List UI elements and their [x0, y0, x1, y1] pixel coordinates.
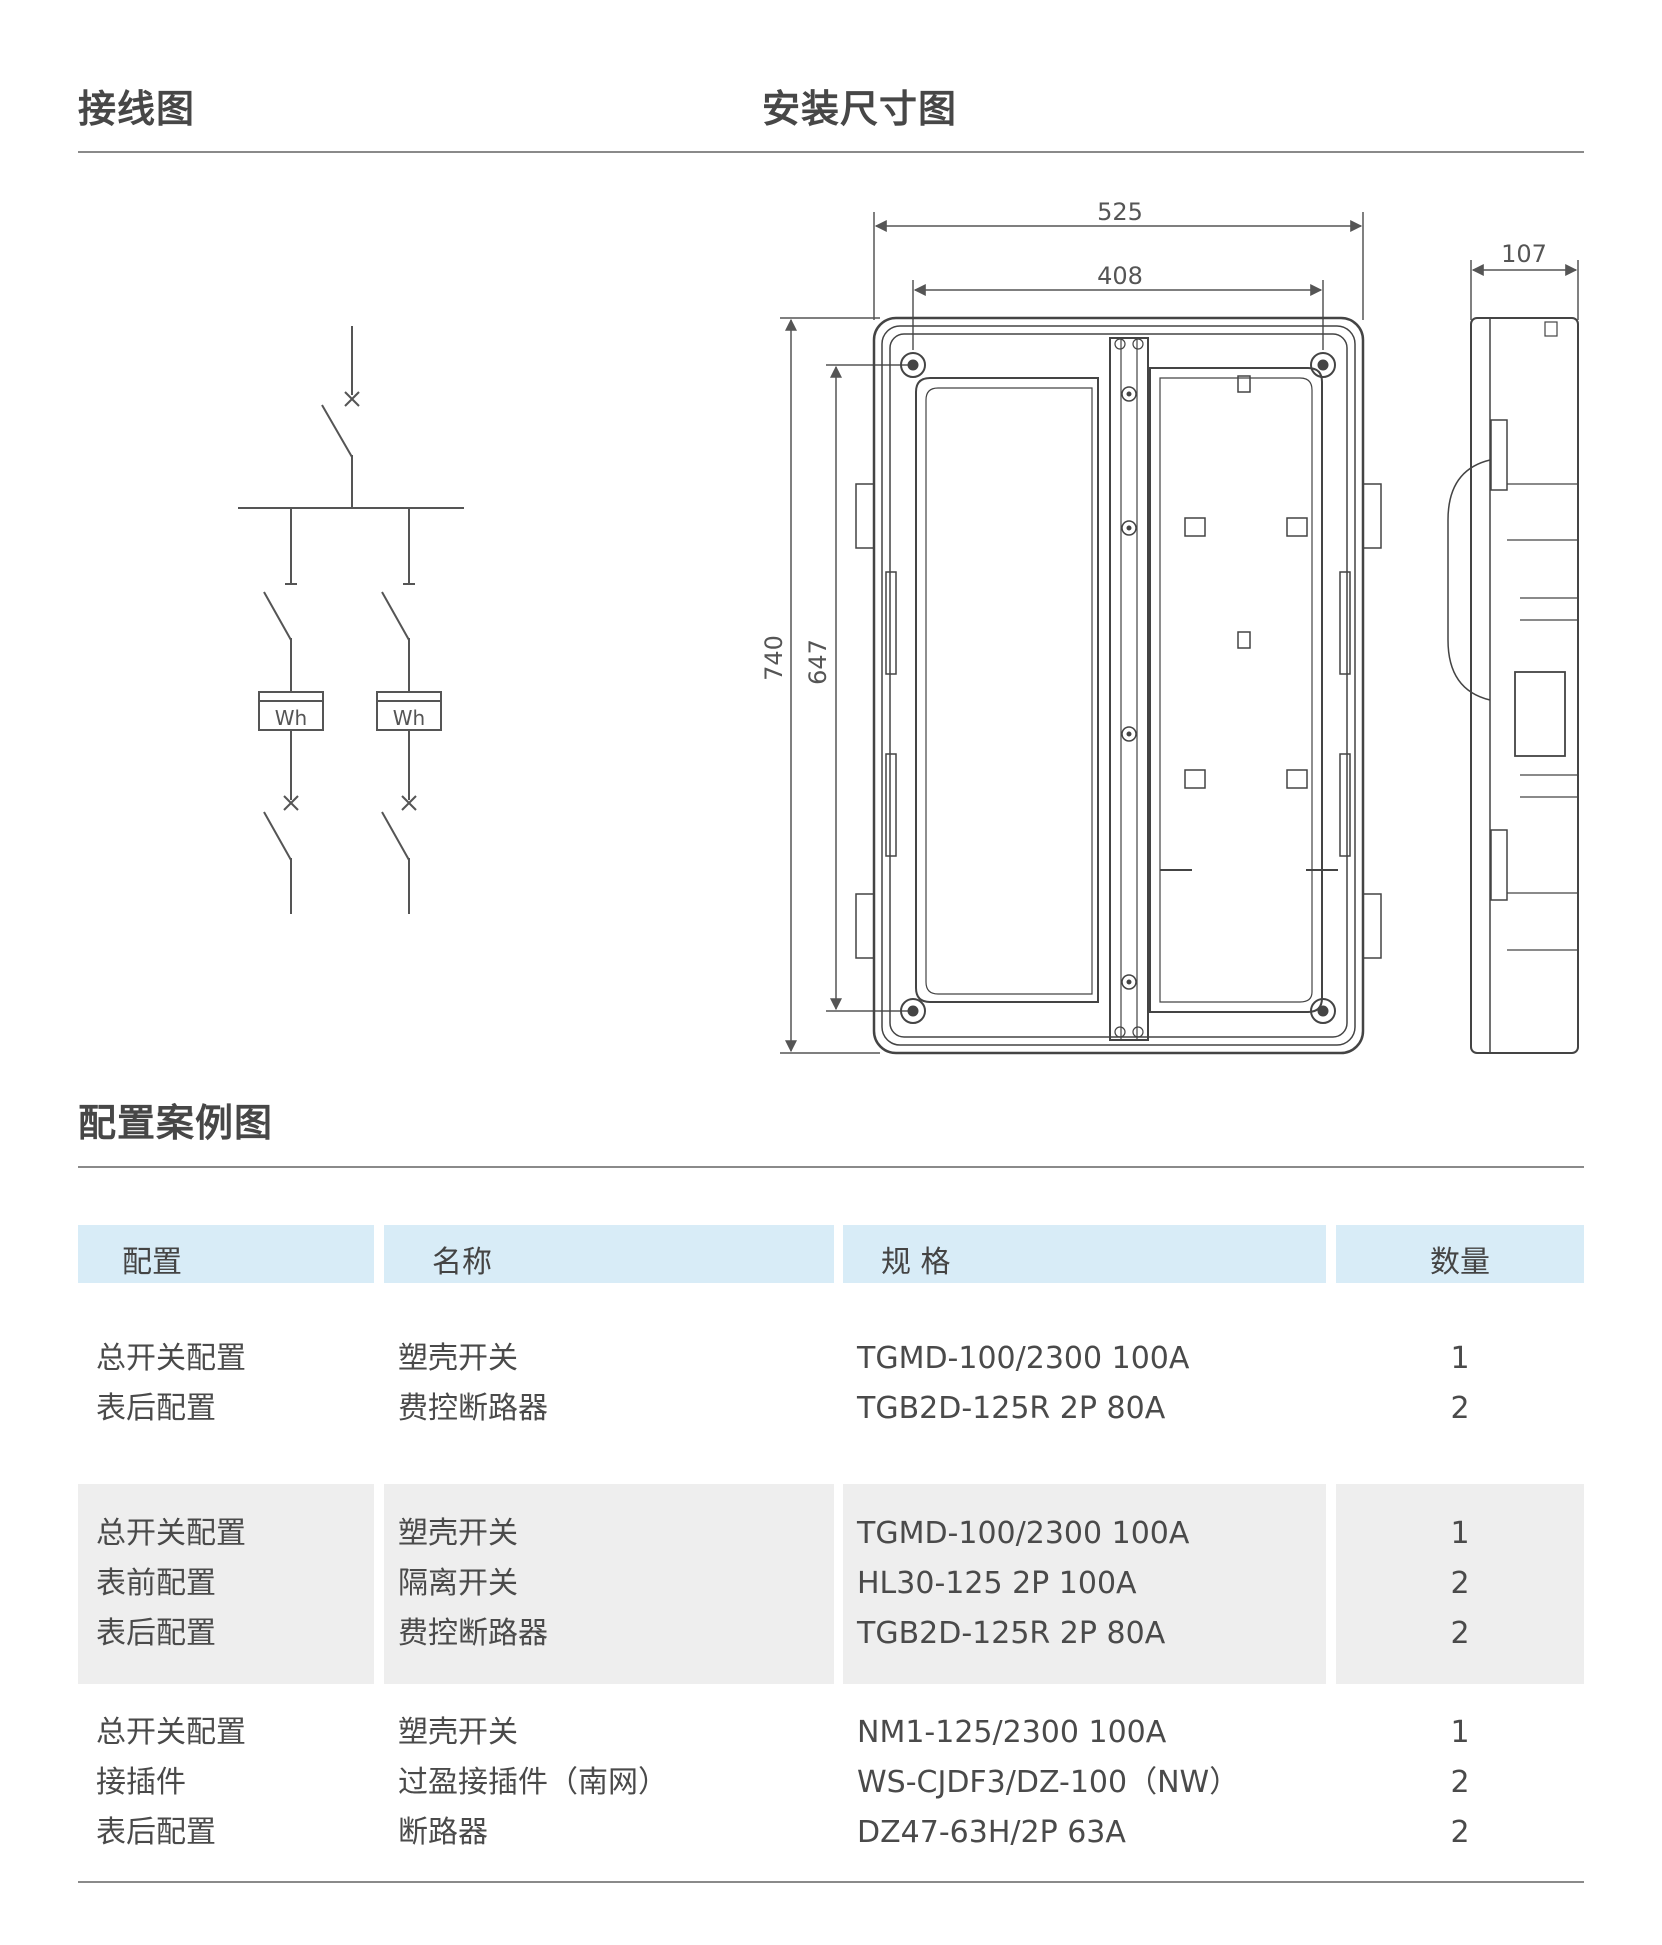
table-cell: 2 [1450, 1566, 1470, 1601]
group2-config-bg [78, 1484, 374, 1684]
group2-name-bg [384, 1484, 834, 1684]
table-cell: 2 [1450, 1815, 1470, 1850]
meter-2-label: Wh [393, 706, 425, 730]
group3-spec: NM1-125/2300 100A WS-CJDF3/DZ-100（NW） DZ… [857, 1708, 1239, 1858]
header-name-label: 名称 [432, 1245, 492, 1280]
table-cell: 过盈接插件（南网） [398, 1765, 668, 1800]
table-cell: TGB2D-125R 2P 80A [857, 1391, 1166, 1426]
table-cell: 总开关配置 [96, 1516, 246, 1551]
header-qty-label: 数量 [1430, 1245, 1490, 1280]
dim-width-inner: 408 [1097, 262, 1143, 290]
config-divider [78, 1166, 1584, 1168]
header-spec-label: 规 格 [881, 1245, 951, 1280]
wiring-diagram: Wh Wh [238, 326, 464, 914]
config-examples-title: 配置案例图 [78, 1101, 274, 1145]
table-bottom-rule [78, 1881, 1584, 1883]
top-divider [78, 151, 1584, 153]
group1-name: 塑壳开关 费控断路器 [398, 1334, 548, 1434]
group2-name: 塑壳开关 隔离开关 费控断路器 [398, 1509, 548, 1659]
header-qty: 数量 [1336, 1225, 1584, 1283]
table-cell: WS-CJDF3/DZ-100（NW） [857, 1765, 1240, 1800]
header-name: 名称 [384, 1225, 834, 1283]
table-cell: 断路器 [398, 1815, 488, 1850]
dimension-diagram: 525 408 740 647 107 [760, 198, 1579, 1055]
header-config-label: 配置 [122, 1245, 182, 1280]
table-cell: 塑壳开关 [398, 1516, 518, 1551]
group2-qty-bg [1336, 1484, 1584, 1684]
header-config: 配置 [78, 1225, 374, 1283]
group1-qty: 1 2 [1336, 1334, 1584, 1434]
dimension-diagram-title: 安装尺寸图 [762, 87, 958, 131]
side-view [1447, 317, 1579, 1054]
dim-depth: 107 [1501, 240, 1547, 268]
table-cell: 1 [1450, 1516, 1470, 1551]
meter-1 [258, 691, 324, 731]
table-cell: 接插件 [96, 1765, 186, 1800]
group3-config: 总开关配置 接插件 表后配置 [96, 1708, 246, 1858]
table-cell: 表后配置 [96, 1391, 216, 1426]
table-cell: 2 [1450, 1616, 1470, 1651]
table-cell: HL30-125 2P 100A [857, 1566, 1137, 1601]
table-cell: 塑壳开关 [398, 1341, 518, 1376]
table-cell: 1 [1450, 1715, 1470, 1750]
table-cell: 塑壳开关 [398, 1715, 518, 1750]
table-cell: 表前配置 [96, 1566, 216, 1601]
table-cell: 2 [1450, 1765, 1470, 1800]
table-cell: TGB2D-125R 2P 80A [857, 1616, 1166, 1651]
table-cell: 费控断路器 [398, 1391, 548, 1426]
table-cell: TGMD-100/2300 100A [857, 1341, 1190, 1376]
group2-spec: TGMD-100/2300 100A HL30-125 2P 100A TGB2… [857, 1509, 1189, 1659]
table-cell: 费控断路器 [398, 1616, 548, 1651]
meter-2 [376, 691, 442, 731]
table-cell: DZ47-63H/2P 63A [857, 1815, 1126, 1850]
group2-spec-bg [843, 1484, 1326, 1684]
table-cell: 1 [1450, 1341, 1470, 1376]
header-spec: 规 格 [843, 1225, 1326, 1283]
group1-config: 总开关配置 表后配置 [96, 1334, 246, 1434]
table-cell: 表后配置 [96, 1616, 216, 1651]
dim-height-inner: 647 [804, 639, 832, 685]
dim-width-outer: 525 [1097, 198, 1143, 226]
group3-name: 塑壳开关 过盈接插件（南网） 断路器 [398, 1708, 668, 1858]
dim-height-outer: 740 [760, 635, 788, 681]
group2-config: 总开关配置 表前配置 表后配置 [96, 1509, 246, 1659]
front-view [855, 316, 1382, 1055]
table-cell: 总开关配置 [96, 1341, 246, 1376]
table-cell: NM1-125/2300 100A [857, 1715, 1167, 1750]
table-cell: 表后配置 [96, 1815, 216, 1850]
table-cell: TGMD-100/2300 100A [857, 1516, 1190, 1551]
table-cell: 隔离开关 [398, 1566, 518, 1601]
table-cell: 2 [1450, 1391, 1470, 1426]
group3-qty: 1 2 2 [1336, 1708, 1584, 1858]
group1-spec: TGMD-100/2300 100A TGB2D-125R 2P 80A [857, 1334, 1189, 1434]
table-cell: 总开关配置 [96, 1715, 246, 1750]
meter-1-label: Wh [275, 706, 307, 730]
group2-qty: 1 2 2 [1336, 1509, 1584, 1659]
wiring-diagram-title: 接线图 [78, 87, 196, 131]
